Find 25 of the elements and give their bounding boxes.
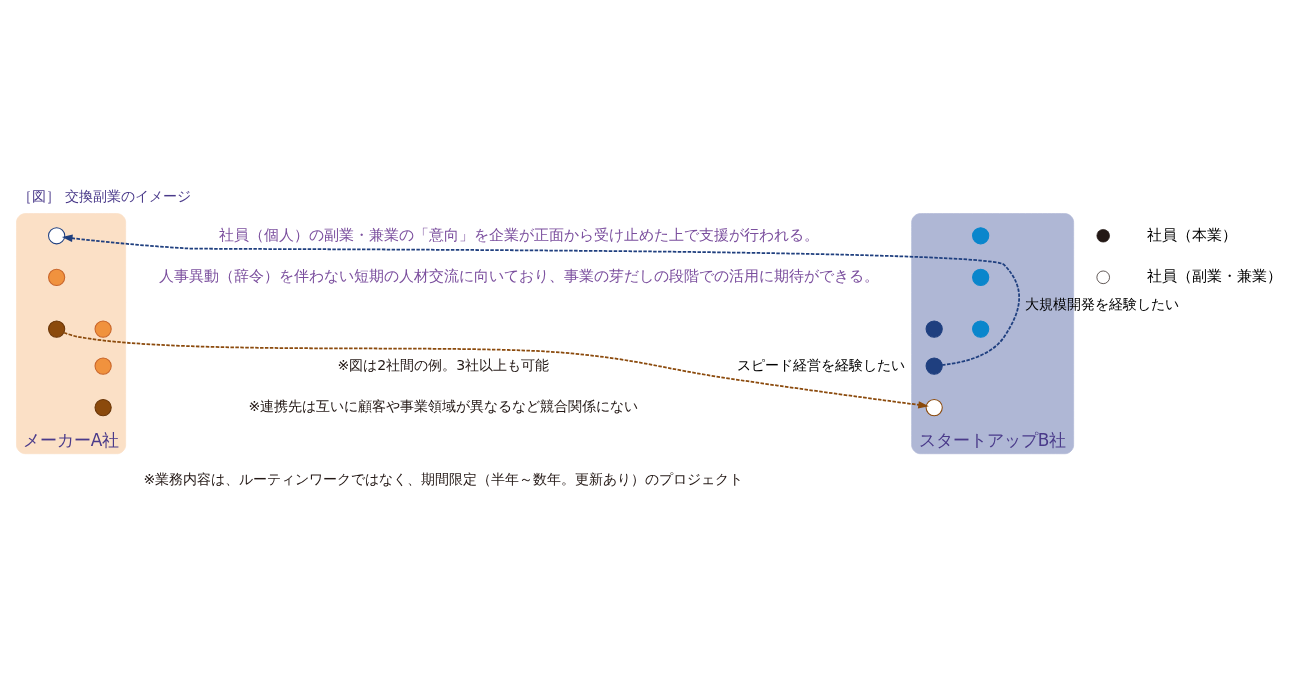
node-circle	[925, 399, 943, 417]
node-circle	[94, 399, 112, 417]
label: 社員（個人）の副業・兼業の「意向」を企業が正面から受け止めた上で支援が行われる。	[218, 225, 819, 244]
label: ※連携先は互いに顧客や事業領域が異なるなど競合関係にない	[248, 398, 639, 415]
node-circle	[925, 320, 943, 338]
legend-label: 社員（本業）	[1146, 225, 1237, 244]
legend-label: 社員（副業・兼業）	[1146, 267, 1282, 286]
label: ※図は2社間の例。3社以上も可能	[337, 356, 550, 373]
node-circle	[925, 357, 943, 375]
node-circle	[972, 320, 990, 338]
node-circle	[48, 320, 66, 338]
cluster: メーカーA社	[16, 213, 126, 455]
node-circle	[48, 268, 66, 286]
label: 人事異動（辞令）を伴わない短期の人材交流に向いており、事業の芽だしの段階での活用に期待ができる。	[158, 267, 879, 286]
label: ※業務内容は、ルーティンワークではなく、期間限定（半年～数年。更新あり）のプロジェクト	[143, 471, 744, 488]
node-circle	[972, 227, 990, 245]
node-circle	[48, 227, 66, 245]
edge-label: スピード経営を経験したい	[736, 356, 905, 373]
node-circle	[972, 268, 990, 286]
diagram-title: ［図］ 交換副業のイメージ	[18, 187, 191, 204]
arrow	[61, 234, 1020, 366]
edge-label: 大規模開発を経験したい	[1025, 296, 1180, 313]
arrow	[63, 331, 929, 409]
node-circle	[94, 320, 112, 338]
node-circle	[94, 357, 112, 375]
